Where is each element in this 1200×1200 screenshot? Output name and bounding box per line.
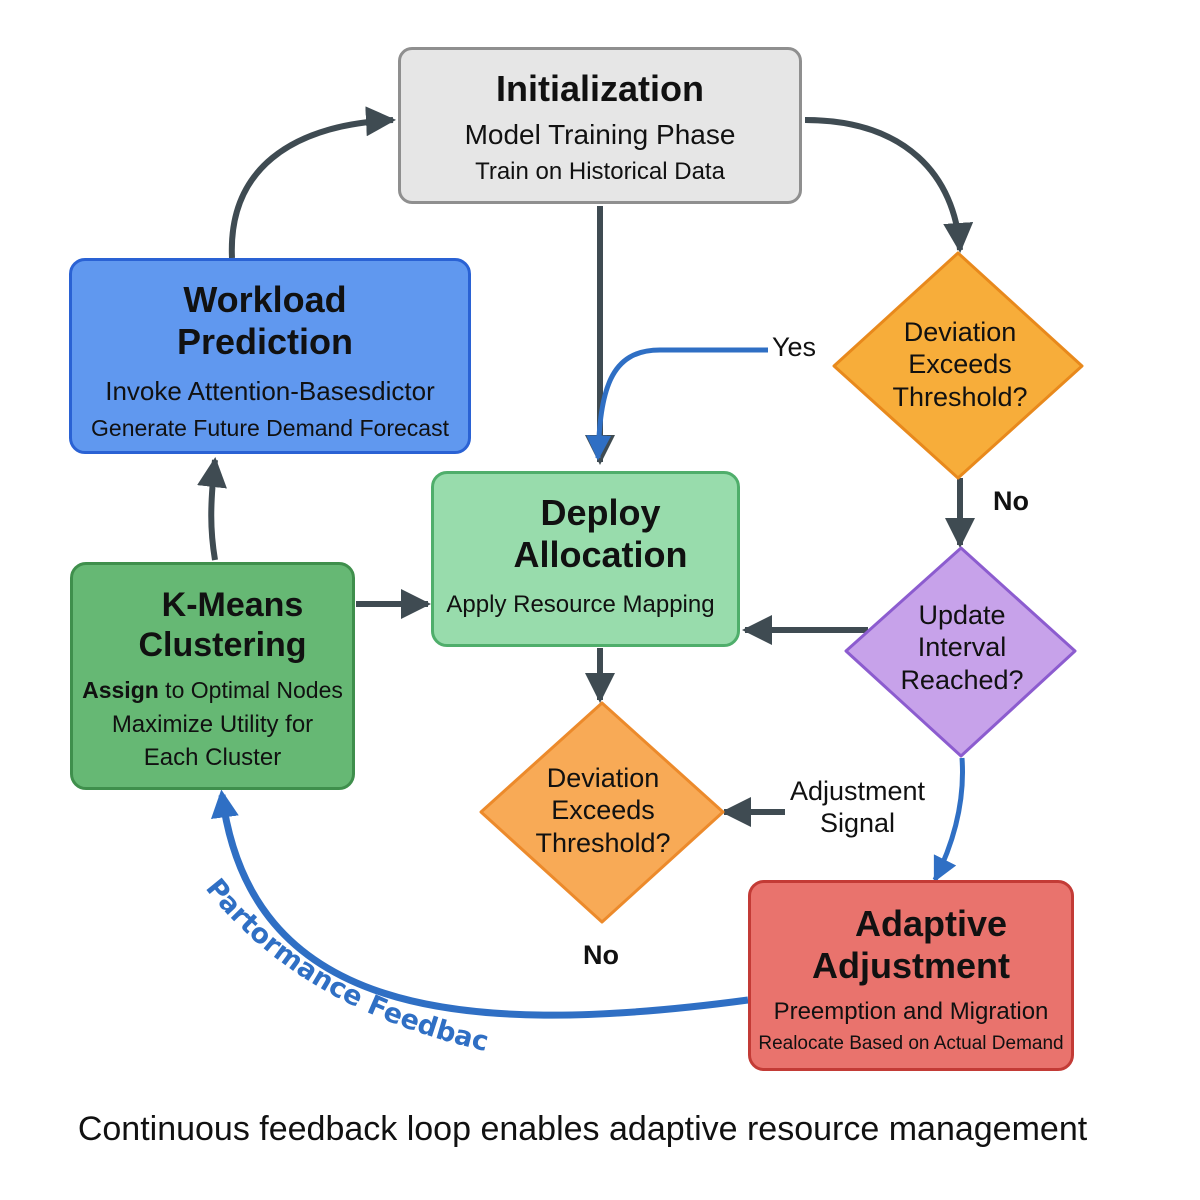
kmeans-line-1: Assign to Optimal Nodes	[73, 677, 352, 705]
initialization-title: Initialization	[495, 68, 704, 109]
workload-prediction-line-1: Invoke Attention-Basesdictor	[105, 375, 435, 406]
deviation-decision-bottom: Deviation Exceeds Threshold?	[503, 762, 703, 859]
workload-prediction-title-2: Prediction	[176, 321, 354, 363]
deviation-decision-bottom-shape	[479, 701, 725, 924]
kmeans-line-3: Each Cluster	[143, 743, 282, 771]
adaptive-adjustment-node: Adaptive Adjustment Preemption and Migra…	[748, 880, 1074, 1071]
yes-label: Yes	[772, 332, 817, 362]
update-interval-decision: Update Interval Reached?	[862, 599, 1062, 696]
kmeans-line-1-bold: Assign	[82, 677, 159, 704]
arrow-performance-feedback	[211, 789, 749, 1019]
initialization-line-1: Model Training Phase	[464, 119, 736, 151]
adaptive-title-2: Adjustment	[812, 945, 1010, 987]
update-interval-line-2: Interval	[917, 632, 1007, 663]
update-interval-line-1: Update	[918, 600, 1006, 630]
arrow-yes-to-deploy	[586, 347, 768, 461]
workload-prediction-line-2: Generate Future Demand Forecast	[91, 415, 449, 442]
kmeans-title-1: K-Means	[161, 586, 304, 624]
initialization-line-2: Train on Historical Data	[475, 158, 725, 186]
no-label-bottom: No	[583, 940, 619, 970]
deviation-right-line-2: Exceeds	[908, 349, 1012, 380]
initialization-node: Initialization Model Training Phase Trai…	[398, 47, 802, 204]
kmeans-line-2: Maximize Utility for	[111, 710, 314, 738]
workload-prediction-title-1: Workload	[183, 279, 347, 320]
adjustment-signal-label: Adjustment Signal	[770, 775, 945, 840]
deviation-bottom-line-1: Deviation	[546, 763, 660, 793]
adaptive-line-2: Realocate Based on Actual Demand	[758, 1032, 1064, 1054]
arrow-update-to-adaptive	[932, 757, 965, 883]
kmeans-title-2: Clustering	[138, 626, 307, 665]
deviation-right-line-3: Threshold?	[892, 381, 1028, 412]
adaptive-line-1: Preemption and Migration	[773, 997, 1049, 1025]
arrow-kmeans-to-workload	[197, 457, 227, 561]
deviation-bottom-line-3: Threshold?	[535, 827, 671, 858]
workload-prediction-node: Workload Prediction Invoke Attention-Bas…	[69, 258, 471, 454]
adjustment-signal-line-1: Adjustment	[789, 776, 926, 806]
caption: Continuous feedback loop enables adaptiv…	[77, 1110, 1088, 1148]
kmeans-line-1-rest: to Optimal Nodes	[158, 677, 343, 704]
deviation-decision-right: Deviation Exceeds Threshold?	[860, 316, 1060, 413]
deviation-decision-right-shape	[832, 251, 1084, 480]
kmeans-clustering-node: K-Means Clustering Assign to Optimal Nod…	[70, 562, 355, 790]
no-label-right: No	[993, 486, 1029, 516]
deviation-bottom-line-2: Exceeds	[551, 795, 655, 826]
deploy-title-1: Deploy	[540, 492, 661, 533]
arrow-workload-to-init	[228, 106, 396, 259]
update-interval-decision-shape	[844, 546, 1077, 758]
deploy-allocation-node: Deploy Allocation Apply Resource Mapping	[431, 471, 740, 647]
adaptive-title-1: Adaptive	[854, 903, 1008, 944]
update-interval-line-3: Reached?	[900, 664, 1024, 695]
deviation-right-line-1: Deviation	[903, 317, 1017, 347]
deploy-line-1: Apply Resource Mapping	[446, 590, 715, 618]
deploy-title-2: Allocation	[513, 534, 688, 576]
adjustment-signal-line-2: Signal	[819, 808, 896, 839]
arrow-init-to-deviation	[804, 117, 974, 253]
